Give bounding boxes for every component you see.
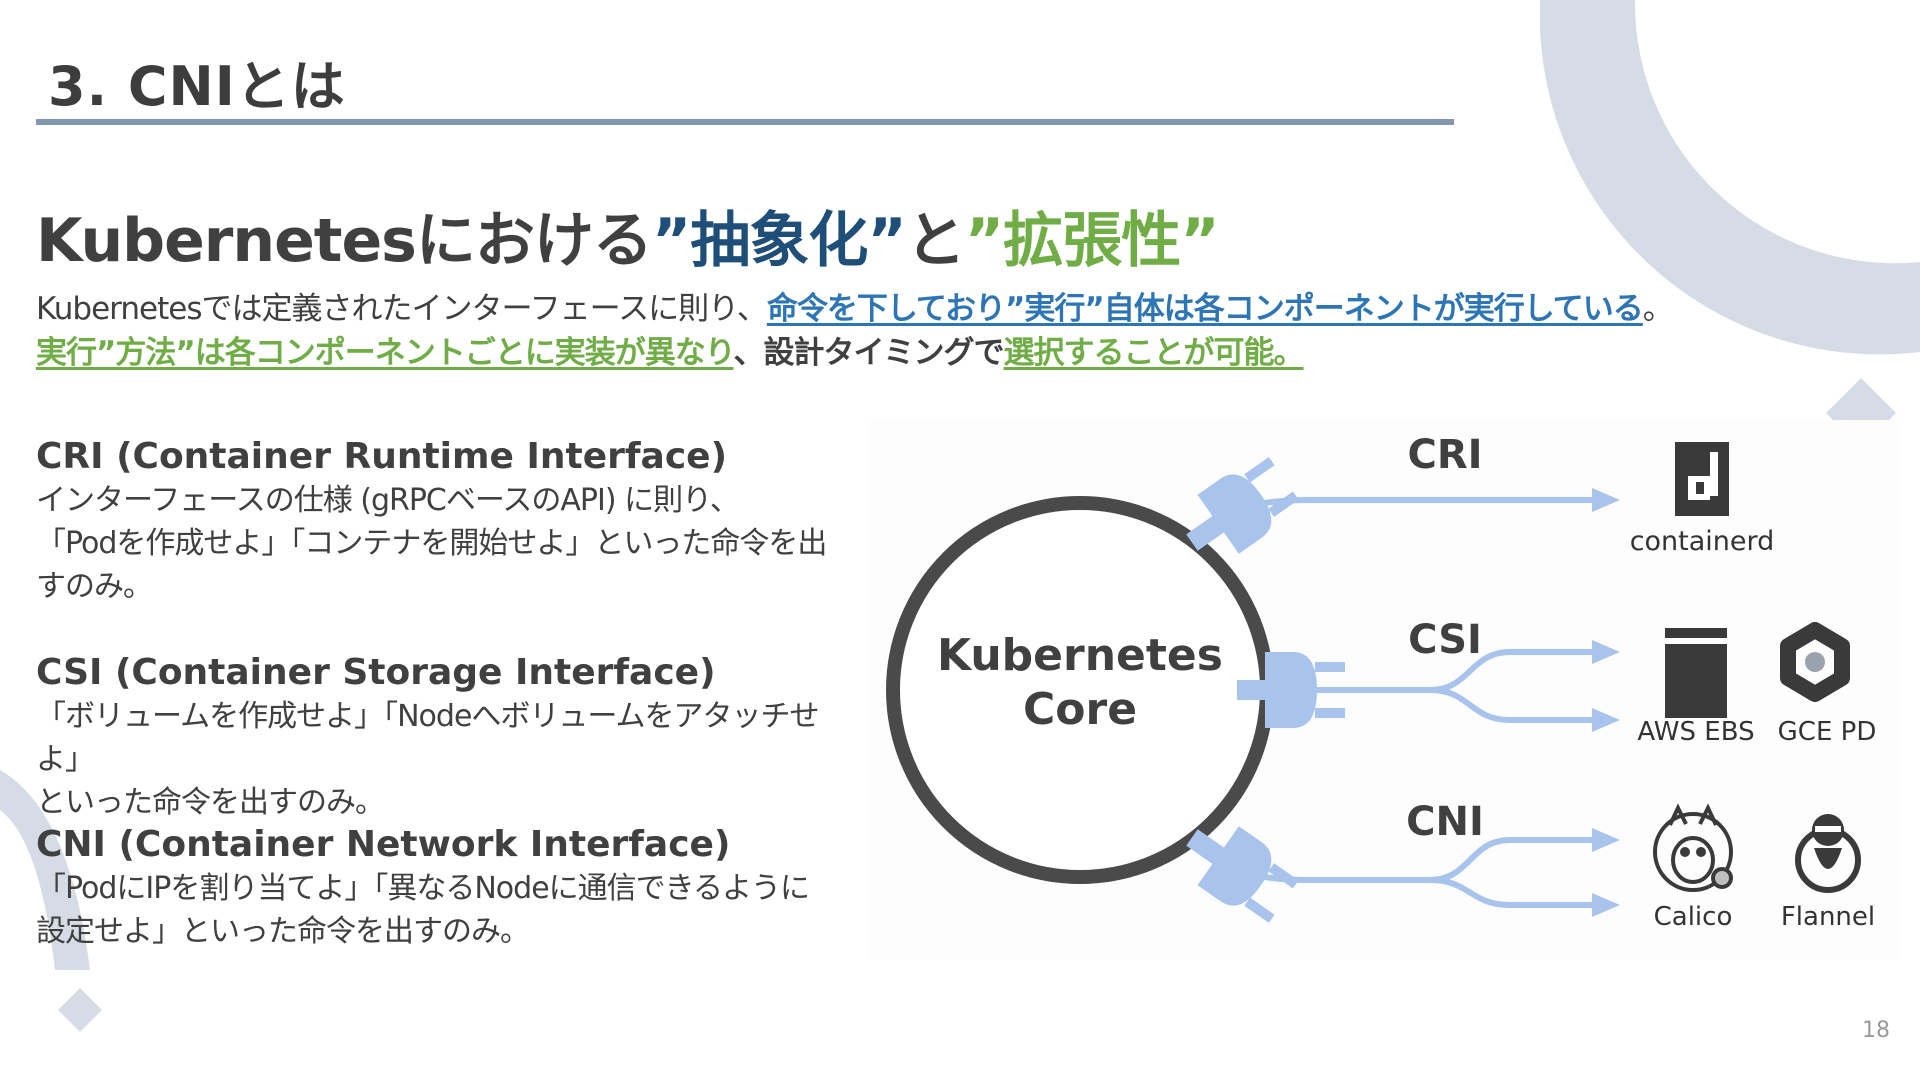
section-title: 3. CNIとは xyxy=(48,55,346,118)
gce-pd-label: GCE PD xyxy=(1778,717,1877,747)
csi-diagram-label: CSI xyxy=(1408,617,1482,663)
cri-arrowhead xyxy=(1592,488,1620,512)
cri-desc-line: 「Podを作成せよ」「コンテナを開始せよ」といった命令を出 xyxy=(36,526,827,561)
csi-desc-line: 「ボリュームを作成せよ」「Nodeへボリュームをアタッチせよ」 xyxy=(36,699,820,777)
subline-1: Kubernetesでは定義されたインターフェースに則り、命令を下しており”実行… xyxy=(36,283,1674,328)
csi-desc-line: といった命令を出すのみ。 xyxy=(36,785,385,820)
csi-arrowhead-lower xyxy=(1592,708,1620,732)
aws-ebs-icon xyxy=(1665,628,1727,718)
kubernetes-interface-diagram: Kubernetes Core CRI CSI C xyxy=(870,420,1900,960)
csi-section: CSI (Container Storage Interface) 「ボリューム… xyxy=(36,652,856,824)
containerd-icon xyxy=(1675,442,1729,516)
subline-2-emphasis-1: 実行”方法”は各コンポーネントごとに実装が異なり xyxy=(36,335,735,371)
cri-plug-icon xyxy=(1186,457,1299,554)
cni-description: 「PodにIPを割り当てよ」「異なるNodeに通信できるように 設定せよ」といっ… xyxy=(36,867,856,953)
cri-title: CRI (Container Runtime Interface) xyxy=(36,436,728,477)
headline: Kubernetesにおける”抽象化”と”拡張性” xyxy=(36,192,1220,279)
headline-extensibility: ”拡張性” xyxy=(964,206,1220,276)
subline-1-text: Kubernetesでは定義されたインターフェースに則り、 xyxy=(36,291,768,327)
decorative-diamond-left xyxy=(58,988,102,1032)
csi-description: 「ボリュームを作成せよ」「Nodeへボリュームをアタッチせよ」 といった命令を出… xyxy=(36,695,856,824)
cri-diagram-label: CRI xyxy=(1407,432,1482,478)
gce-pd-icon xyxy=(1780,622,1850,702)
subline-1-emphasis: 命令を下しており”実行”自体は各コンポーネントが実行している xyxy=(766,291,1644,327)
core-label-line-2: Core xyxy=(1023,684,1137,735)
csi-connection-lower xyxy=(1427,687,1598,723)
cni-section: CNI (Container Network Interface) 「PodにI… xyxy=(36,824,856,953)
cni-diagram-label: CNI xyxy=(1406,799,1484,845)
subline-2-end: 。 xyxy=(1273,335,1305,371)
cni-desc-line: 「PodにIPを割り当てよ」「異なるNodeに通信できるように xyxy=(36,871,810,906)
decorative-arc-left xyxy=(0,770,90,970)
headline-part3: と xyxy=(905,206,966,276)
csi-plug-icon xyxy=(1237,652,1345,728)
cni-connection-lower xyxy=(1427,877,1598,908)
cni-title: CNI (Container Network Interface) xyxy=(36,824,731,865)
headline-part1: Kubernetesにおける xyxy=(36,206,653,276)
headline-abstraction: ”抽象化” xyxy=(651,206,907,276)
core-label-line-1: Kubernetes xyxy=(937,630,1223,681)
subline-2-text: 、設計タイミングで xyxy=(733,335,1005,371)
decorative-diamond-right xyxy=(1826,378,1896,428)
containerd-label: containerd xyxy=(1630,526,1775,557)
subline-1-end: 。 xyxy=(1642,291,1674,327)
cri-desc-line: インターフェースの仕様 (gRPCベースのAPI) に則り、 xyxy=(36,483,740,518)
flannel-icon xyxy=(1795,814,1861,893)
csi-arrowhead-upper xyxy=(1592,640,1620,664)
flannel-label: Flannel xyxy=(1781,902,1875,932)
subline-2-emphasis-2: 選択することが可能 xyxy=(1003,335,1275,371)
cni-desc-line: 設定せよ」といった命令を出すのみ。 xyxy=(36,914,530,949)
calico-icon xyxy=(1653,803,1733,892)
cni-plug-icon xyxy=(1186,826,1299,923)
subline-2: 実行”方法”は各コンポーネントごとに実装が異なり、設計タイミングで選択することが… xyxy=(36,327,1305,372)
decorative-arc-top-right xyxy=(1540,0,1920,355)
cri-desc-line: すのみ。 xyxy=(36,569,153,604)
cri-section: CRI (Container Runtime Interface) インターフェ… xyxy=(36,436,856,608)
cri-description: インターフェースの仕様 (gRPCベースのAPI) に則り、 「Podを作成せよ… xyxy=(36,479,856,608)
aws-ebs-label: AWS EBS xyxy=(1637,717,1754,747)
csi-title: CSI (Container Storage Interface) xyxy=(36,652,716,693)
title-underline xyxy=(36,119,1454,125)
page-number: 18 xyxy=(1862,1018,1890,1043)
calico-label: Calico xyxy=(1654,902,1733,932)
cni-arrowhead-lower xyxy=(1592,893,1620,917)
cni-arrowhead-upper xyxy=(1592,828,1620,852)
